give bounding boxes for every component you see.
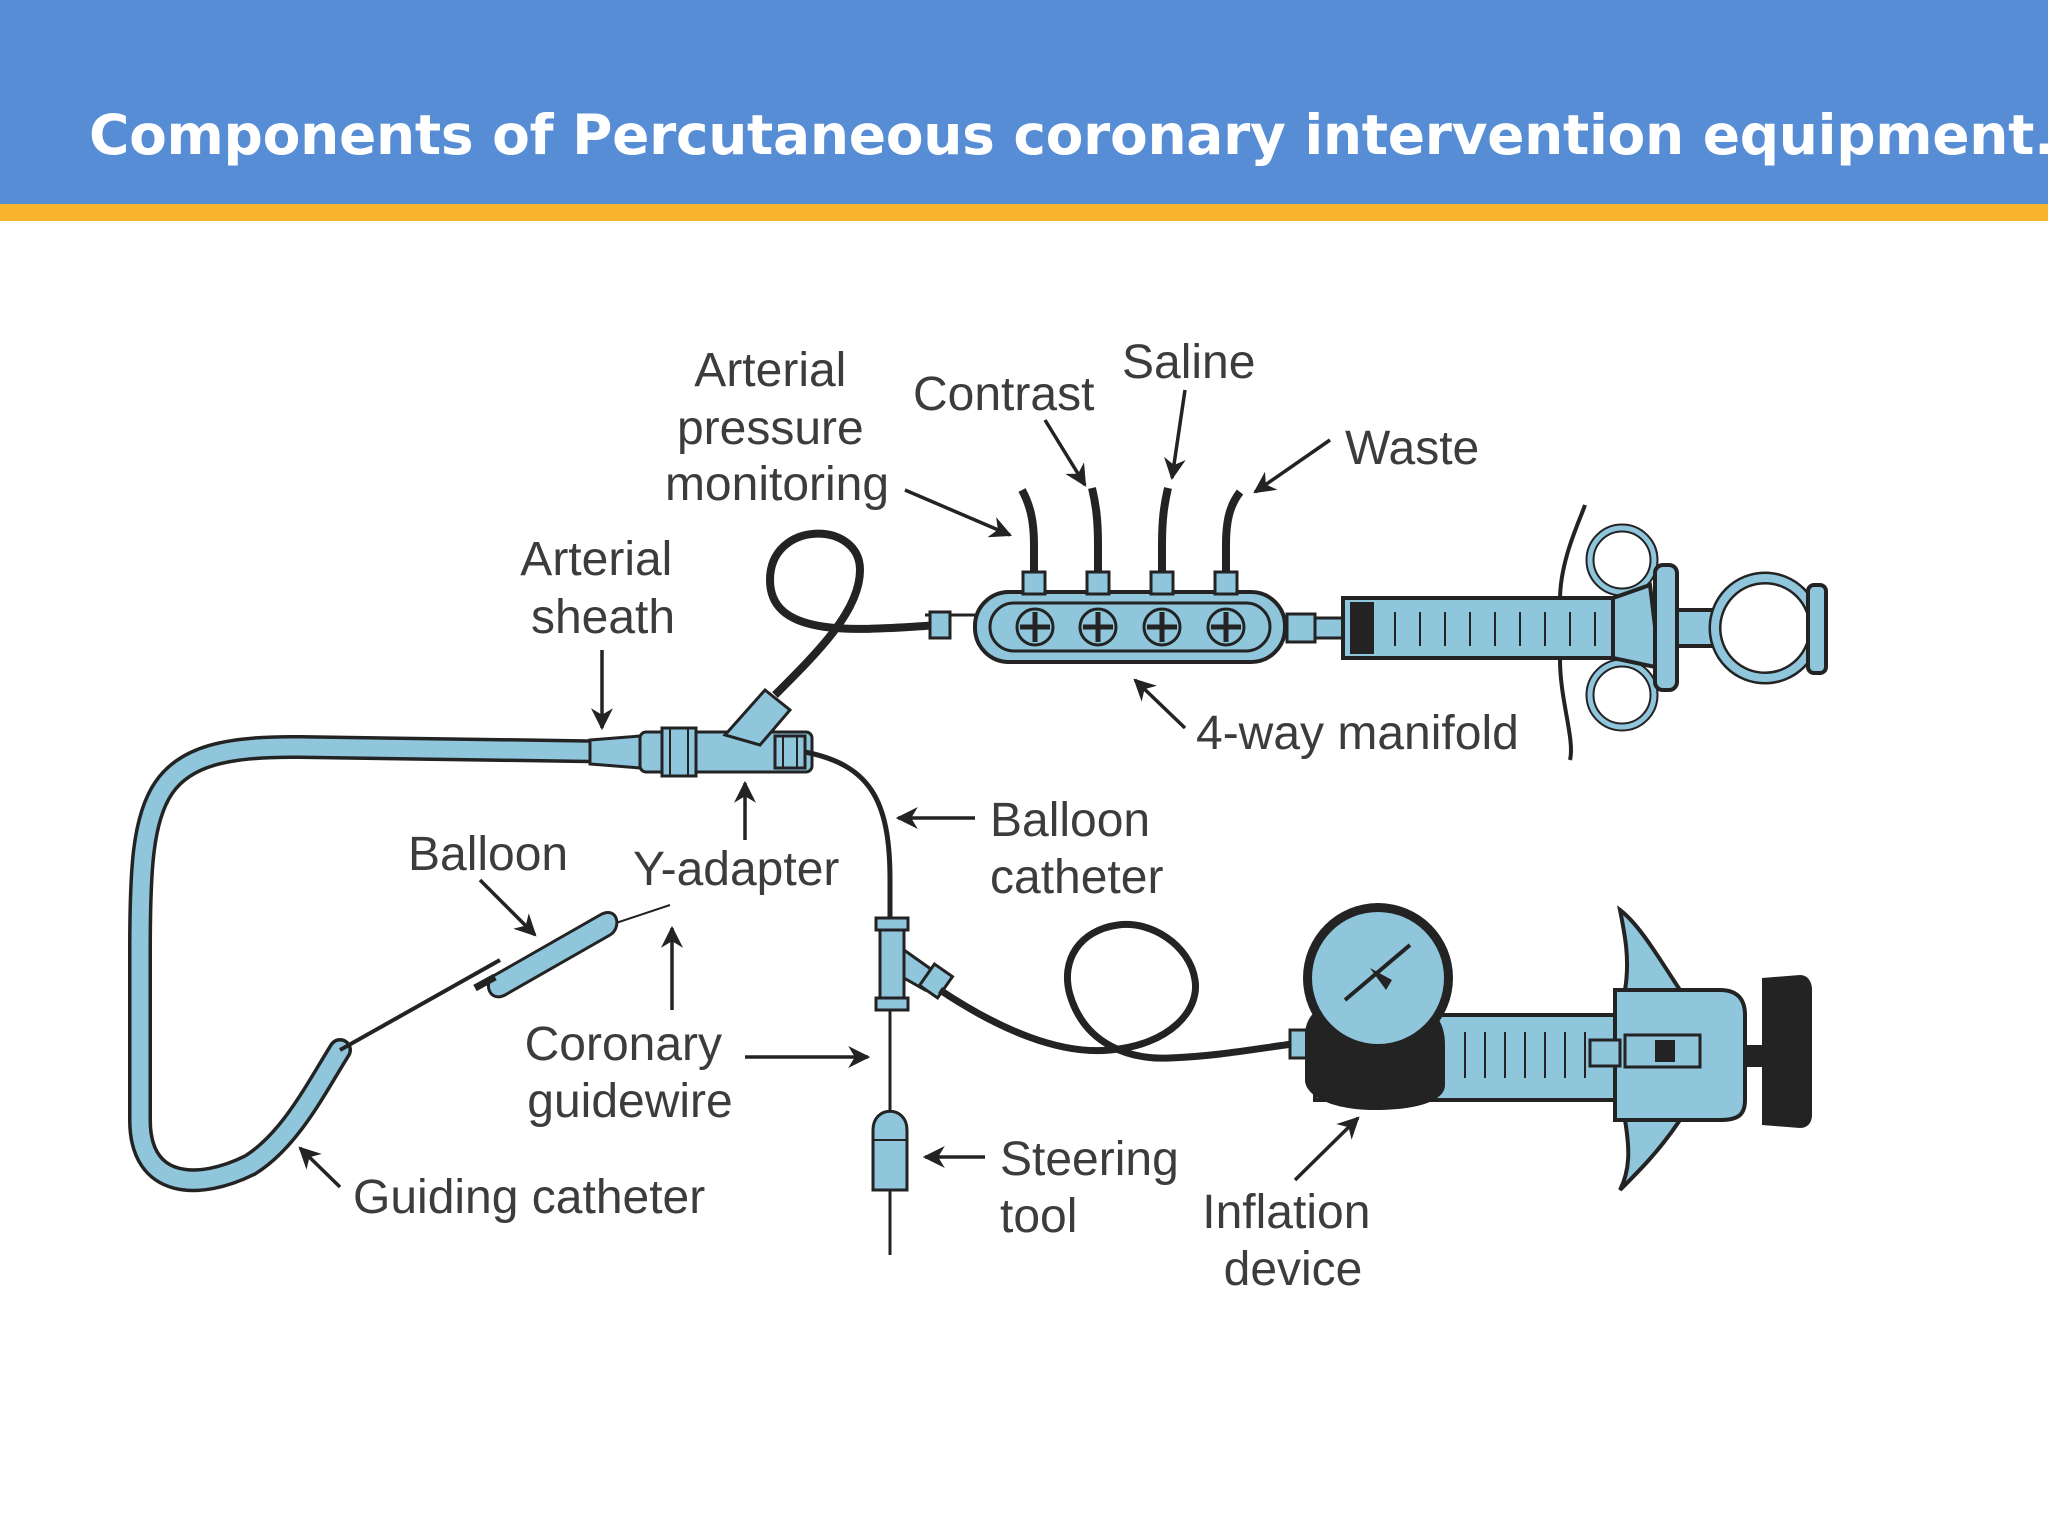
label-saline: Saline	[1122, 336, 1255, 389]
stopcock	[1142, 607, 1182, 647]
four-way-manifold	[925, 487, 1345, 664]
stopcock	[1206, 607, 1246, 647]
label-arterial-pressure-monitoring: Arterial pressure monitoring	[665, 344, 889, 511]
header-accent-rule	[0, 204, 2048, 221]
steering-tool	[871, 1109, 909, 1192]
label-inflation-device: Inflation device	[1202, 1186, 1383, 1296]
label-guiding-catheter: Guiding catheter	[353, 1171, 705, 1224]
manifold-syringe	[1341, 504, 1828, 761]
y-adapter	[638, 687, 814, 778]
label-waste: Waste	[1345, 422, 1479, 475]
arterial-sheath	[588, 734, 642, 770]
inflation-device	[1288, 903, 1812, 1192]
labels: Arterial pressure monitoring Contrast Sa…	[353, 336, 1519, 1296]
label-coronary-guidewire: Coronary guidewire	[525, 1018, 736, 1128]
label-arterial-sheath: Arterial sheath	[520, 533, 685, 644]
header-bar	[0, 0, 2048, 204]
label-balloon-catheter: Balloon catheter	[990, 794, 1163, 904]
pressure-tubing	[765, 529, 941, 698]
stopcock	[1015, 607, 1055, 647]
balloon-catheter	[804, 749, 1301, 1255]
balloon	[473, 911, 619, 999]
label-contrast: Contrast	[913, 368, 1094, 421]
label-steering-tool: Steering tool	[1000, 1133, 1192, 1243]
label-y-adapter: Y-adapter	[633, 843, 839, 896]
slide-title: Components of Percutaneous coronary inte…	[89, 103, 2048, 167]
arrows	[298, 389, 1360, 1189]
label-four-way-manifold: 4-way manifold	[1196, 707, 1519, 760]
stopcock	[1078, 607, 1118, 647]
coronary-guidewire	[339, 904, 671, 1052]
guiding-catheter	[128, 734, 652, 1193]
label-balloon: Balloon	[408, 828, 568, 881]
